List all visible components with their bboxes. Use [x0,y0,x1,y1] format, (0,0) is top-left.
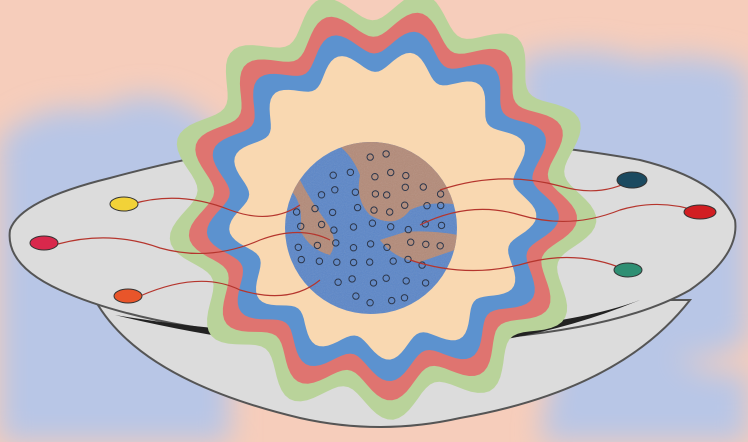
light-red [684,205,716,219]
light-orange [114,289,142,303]
light-teal [617,172,647,188]
light-crimson [30,236,58,250]
light-yellow [110,197,138,211]
light-green [614,263,642,277]
globe-grain [285,142,457,314]
